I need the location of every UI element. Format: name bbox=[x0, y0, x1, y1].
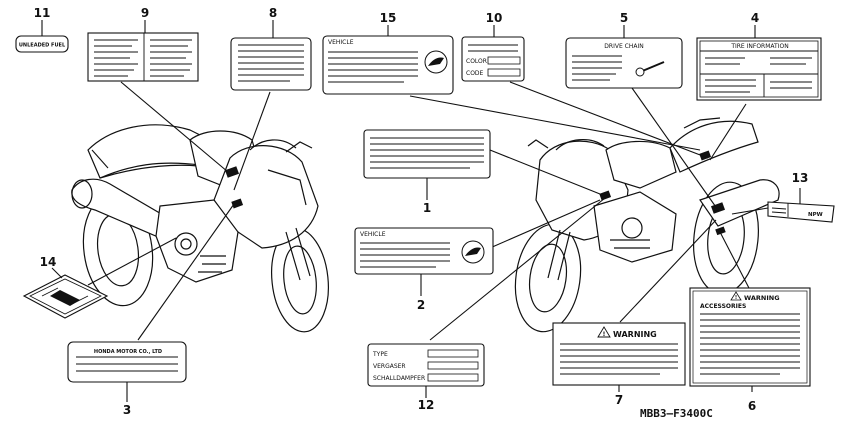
right-motorcycle bbox=[514, 117, 780, 333]
callout-ticks bbox=[41, 20, 756, 279]
npw-text: NPW bbox=[808, 212, 823, 218]
label-8 bbox=[230, 37, 312, 91]
tire-information-text: TIRE INFORMATION bbox=[730, 43, 788, 50]
callout-2: 2 bbox=[417, 298, 425, 312]
label-10-color-code: COLOR CODE bbox=[461, 36, 525, 82]
warning-7-text: WARNING bbox=[613, 330, 657, 339]
left-motorcycle bbox=[71, 124, 329, 333]
vergaser-field-label: VERGASER bbox=[373, 363, 406, 370]
warning-6-text: WARNING bbox=[744, 294, 780, 302]
accessories-text: ACCESSORIES bbox=[700, 303, 746, 310]
label-1 bbox=[363, 129, 491, 200]
label-3-honda-motor-plate: HONDA MOTOR CO., LTD bbox=[67, 341, 187, 402]
callout-5: 5 bbox=[620, 11, 628, 25]
callout-11: 11 bbox=[34, 6, 51, 20]
callout-13: 13 bbox=[792, 171, 809, 185]
code-field-box bbox=[487, 68, 521, 77]
label-11-unleaded-fuel: UNLEADED FUEL bbox=[15, 35, 69, 53]
code-field-label: CODE bbox=[466, 70, 484, 77]
honda-motor-text: HONDA MOTOR CO., LTD bbox=[94, 349, 162, 355]
color-field-label: COLOR bbox=[466, 58, 487, 65]
schalldampfer-field-label: SCHALLDAMPFER bbox=[373, 375, 425, 382]
drive-chain-text: DRIVE CHAIN bbox=[604, 43, 643, 50]
label-9-lines bbox=[94, 39, 192, 77]
unleaded-fuel-text: UNLEADED FUEL bbox=[19, 43, 66, 49]
figure-code: MBB3—F3400C bbox=[640, 407, 713, 420]
leader-lines bbox=[87, 81, 769, 341]
callout-1: 1 bbox=[423, 201, 431, 215]
label-5-drive-chain: DRIVE CHAIN bbox=[565, 37, 683, 89]
label-6-lines bbox=[700, 313, 800, 375]
label-7-warning: ! WARNING bbox=[552, 322, 686, 392]
callout-7: 7 bbox=[615, 393, 623, 407]
callout-6: 6 bbox=[748, 399, 756, 413]
callout-12: 12 bbox=[418, 398, 435, 412]
svg-text:!: ! bbox=[735, 295, 737, 301]
callout-4: 4 bbox=[751, 11, 759, 25]
label-2-header: VEHICLE bbox=[360, 231, 386, 238]
label-15-header: VEHICLE bbox=[328, 39, 354, 46]
label-6-warning-accessories: ! WARNING ACCESSORIES bbox=[689, 287, 811, 392]
label-4-tire-information: TIRE INFORMATION bbox=[696, 37, 822, 101]
label-13-npw-strip: NPW bbox=[767, 188, 835, 223]
label-2: VEHICLE bbox=[354, 227, 494, 296]
callout-numbers: 11 9 8 15 10 5 4 1 13 14 2 7 12 3 6 bbox=[34, 6, 809, 417]
callout-15: 15 bbox=[380, 11, 397, 25]
warning-triangle-icon-2: ! bbox=[730, 291, 742, 301]
warning-triangle-icon: ! bbox=[597, 326, 611, 338]
callout-14: 14 bbox=[40, 255, 57, 269]
label-14-emblem bbox=[22, 274, 109, 319]
label-9 bbox=[87, 32, 199, 82]
wrench-icon bbox=[635, 61, 665, 77]
callout-9: 9 bbox=[141, 6, 149, 20]
callout-8: 8 bbox=[269, 6, 277, 20]
type-field-label: TYPE bbox=[372, 351, 388, 358]
svg-text:!: ! bbox=[603, 331, 606, 338]
callout-10: 10 bbox=[486, 11, 503, 25]
color-field-box bbox=[487, 56, 521, 65]
label-15: VEHICLE bbox=[322, 35, 454, 95]
callout-3: 3 bbox=[123, 403, 131, 417]
label-12-type-plate: TYPE VERGASER SCHALLDAMPFER bbox=[367, 343, 485, 398]
